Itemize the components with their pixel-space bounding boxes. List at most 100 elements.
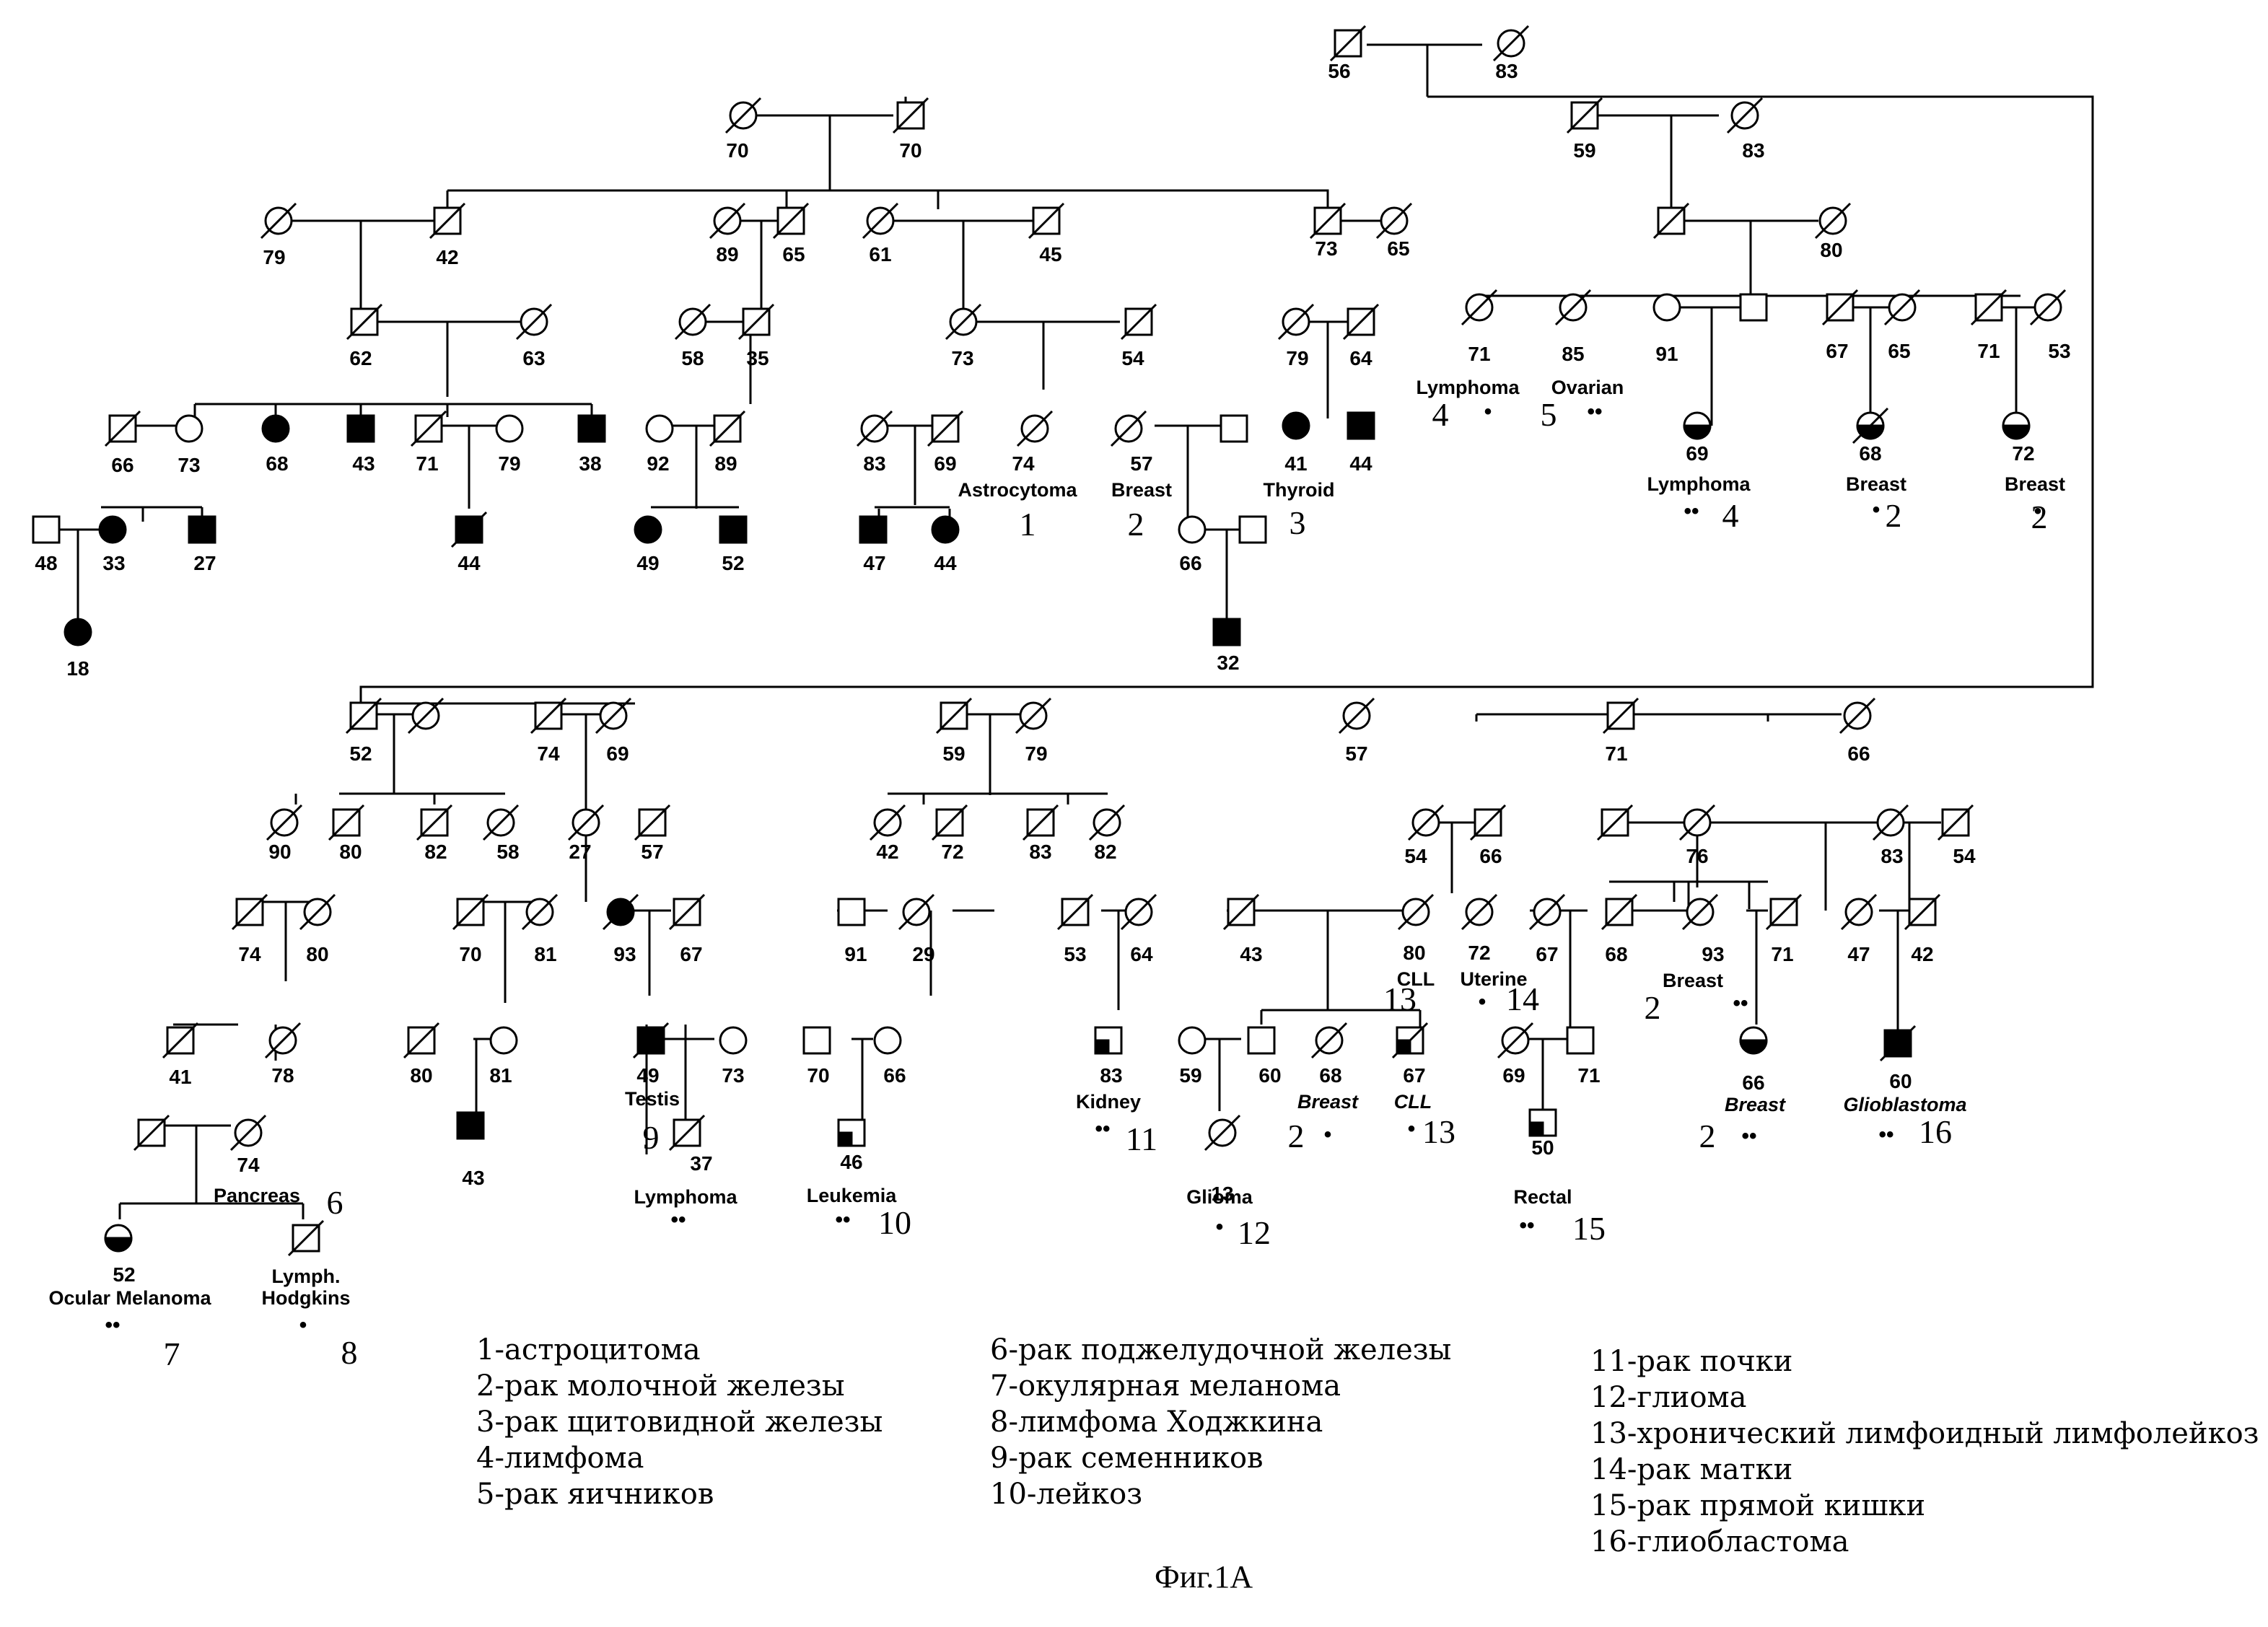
circle-shape <box>1654 294 1680 320</box>
age-label: 93 <box>613 943 636 965</box>
female-symbol <box>1853 408 1888 443</box>
diagnosis-label: Breast <box>1663 970 1723 991</box>
female-symbol <box>932 517 958 543</box>
marker-dots: • <box>1479 990 1487 1014</box>
female-symbol <box>1684 413 1710 439</box>
age-label: 27 <box>193 552 216 574</box>
male-symbol <box>163 1023 198 1058</box>
age-label: 49 <box>636 1064 659 1087</box>
cancer-code: 2 <box>1128 506 1144 543</box>
age-label: 35 <box>746 347 769 369</box>
age-label: 79 <box>498 452 520 475</box>
age-label: 42 <box>436 246 458 268</box>
female-symbol <box>1816 203 1850 238</box>
cancer-code: 12 <box>1238 1214 1271 1251</box>
marker-dots: • <box>1873 498 1880 522</box>
circle-shape <box>263 416 289 442</box>
legend-item: 5-рак яичников <box>476 1476 883 1512</box>
age-label: 80 <box>1403 942 1425 964</box>
female-symbol <box>635 517 661 543</box>
age-label: 73 <box>178 454 200 476</box>
cancer-code: 5 <box>1541 396 1557 433</box>
marker-dots: •• <box>1741 1124 1756 1148</box>
female-symbol <box>720 1027 746 1053</box>
male-symbol <box>1221 416 1247 442</box>
age-label: 45 <box>1039 243 1061 266</box>
legend-item: 4-лимфома <box>476 1440 883 1476</box>
circle-shape <box>1179 1027 1205 1053</box>
female-symbol <box>603 895 638 929</box>
square-shape <box>1214 619 1240 645</box>
male-symbol <box>347 304 382 339</box>
age-label: 73 <box>1315 237 1337 260</box>
male-symbol <box>105 411 140 446</box>
diagnosis-label: Astrocytoma <box>958 479 1077 501</box>
legend-item: 8-лимфома Ходжкина <box>990 1404 1451 1440</box>
diagnosis-label: Kidney <box>1076 1091 1141 1113</box>
female-symbol <box>1179 517 1205 543</box>
legend-item: 2-рак молочной железы <box>476 1368 883 1404</box>
female-symbol <box>899 895 934 929</box>
half-fill <box>1857 426 1883 439</box>
male-symbol <box>1224 895 1258 929</box>
half-fill <box>1095 1040 1108 1053</box>
cancer-code: 13 <box>1383 981 1417 1017</box>
female-symbol <box>1654 294 1680 320</box>
male-symbol <box>1766 895 1801 929</box>
age-label: 79 <box>1286 347 1308 369</box>
age-label: 83 <box>1029 841 1051 863</box>
age-label: 47 <box>863 552 885 574</box>
legend-item: 12-глиома <box>1590 1380 2259 1416</box>
female-symbol <box>875 1027 901 1053</box>
age-label: 83 <box>1742 139 1764 162</box>
cancer-code: 13 <box>1422 1113 1455 1150</box>
square-shape <box>1741 294 1766 320</box>
male-symbol <box>579 416 605 442</box>
male-symbol <box>457 1113 483 1139</box>
age-label: 74 <box>537 742 560 765</box>
female-symbol <box>1530 895 1564 929</box>
age-label: 52 <box>722 552 744 574</box>
age-label: 69 <box>606 742 629 765</box>
male-symbol <box>289 1221 323 1255</box>
male-symbol <box>932 805 967 840</box>
diagnosis-label: Ocular Melanoma <box>48 1287 211 1309</box>
male-symbol <box>1741 294 1766 320</box>
age-label: 71 <box>1977 340 2000 362</box>
legend-item: 7-окулярная меланома <box>990 1368 1451 1404</box>
male-symbol <box>1393 1023 1427 1058</box>
half-fill <box>1530 1123 1543 1136</box>
female-symbol <box>569 805 603 840</box>
age-label: 71 <box>416 452 438 475</box>
male-symbol <box>329 805 364 840</box>
age-label: 48 <box>35 552 57 574</box>
male-symbol <box>1598 805 1632 840</box>
age-label: 81 <box>534 943 556 965</box>
cancer-code: 4 <box>1432 396 1449 433</box>
marker-dots: • <box>1216 1215 1224 1239</box>
age-label: 71 <box>1577 1064 1600 1087</box>
age-label: 41 <box>1284 452 1307 475</box>
age-label: 57 <box>1130 452 1152 475</box>
age-label: 66 <box>111 454 133 476</box>
male-symbol <box>1654 203 1689 238</box>
age-label: 53 <box>2048 340 2070 362</box>
legend-column-1: 1-астроцитома 2-рак молочной железы 3-ра… <box>476 1332 883 1512</box>
male-symbol <box>33 517 59 543</box>
male-symbol <box>928 411 963 446</box>
male-symbol <box>710 411 745 446</box>
male-symbol <box>346 698 381 733</box>
age-label: 61 <box>869 243 891 266</box>
female-symbol <box>1279 304 1313 339</box>
cancer-code: 4 <box>1722 497 1739 534</box>
circle-shape <box>65 619 91 645</box>
half-fill <box>1741 1040 1766 1053</box>
age-label: 82 <box>1094 841 1116 863</box>
cancer-code: 16 <box>1919 1113 1952 1150</box>
age-label: 60 <box>1889 1070 1912 1092</box>
age-label: 70 <box>807 1064 829 1087</box>
age-label: 42 <box>1911 943 1933 965</box>
square-shape <box>860 517 886 543</box>
female-symbol <box>1111 411 1146 446</box>
age-label: 52 <box>113 1263 135 1286</box>
